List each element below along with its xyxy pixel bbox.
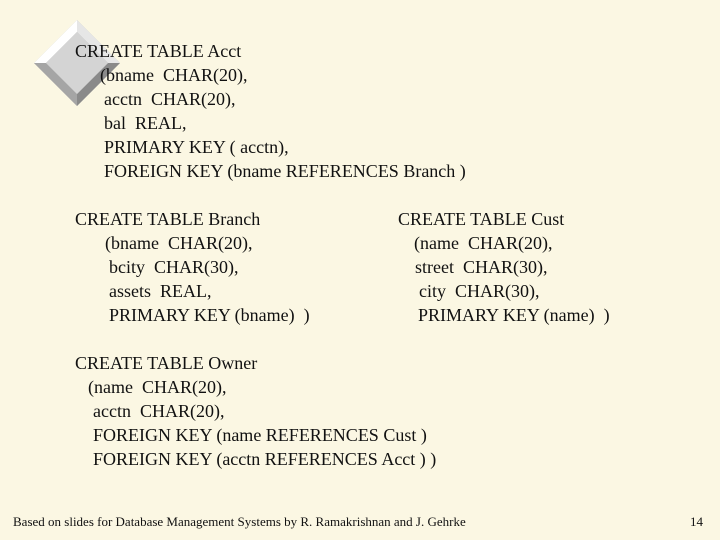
acct-line-2: (bname CHAR(20),	[100, 65, 248, 85]
acct-line-6: FOREIGN KEY (bname REFERENCES Branch )	[104, 161, 466, 181]
owner-line-3: acctn CHAR(20),	[93, 401, 225, 421]
owner-line-1: CREATE TABLE Owner	[75, 353, 258, 373]
cust-line-3: street CHAR(30),	[415, 257, 548, 277]
owner-line-5: FOREIGN KEY (acctn REFERENCES Acct ) )	[93, 449, 437, 469]
acct-line-3: acctn CHAR(20),	[104, 89, 236, 109]
cust-line-5: PRIMARY KEY (name) )	[418, 305, 610, 325]
owner-line-4: FOREIGN KEY (name REFERENCES Cust )	[93, 425, 427, 445]
branch-line-3: bcity CHAR(30),	[109, 257, 239, 277]
branch-line-1: CREATE TABLE Branch	[75, 209, 261, 229]
page-number: 14	[690, 514, 703, 529]
acct-line-5: PRIMARY KEY ( acctn),	[104, 137, 289, 157]
branch-line-2: (bname CHAR(20),	[105, 233, 253, 253]
owner-line-2: (name CHAR(20),	[88, 377, 227, 397]
cust-line-2: (name CHAR(20),	[414, 233, 553, 253]
diamond-bullet-icon	[32, 18, 122, 108]
cust-line-4: city CHAR(30),	[419, 281, 540, 301]
branch-line-4: assets REAL,	[109, 281, 212, 301]
footer-credit: Based on slides for Database Management …	[13, 514, 466, 529]
cust-line-1: CREATE TABLE Cust	[398, 209, 565, 229]
branch-line-5: PRIMARY KEY (bname) )	[109, 305, 310, 325]
acct-line-1: CREATE TABLE Acct	[75, 41, 242, 61]
acct-line-4: bal REAL,	[104, 113, 187, 133]
